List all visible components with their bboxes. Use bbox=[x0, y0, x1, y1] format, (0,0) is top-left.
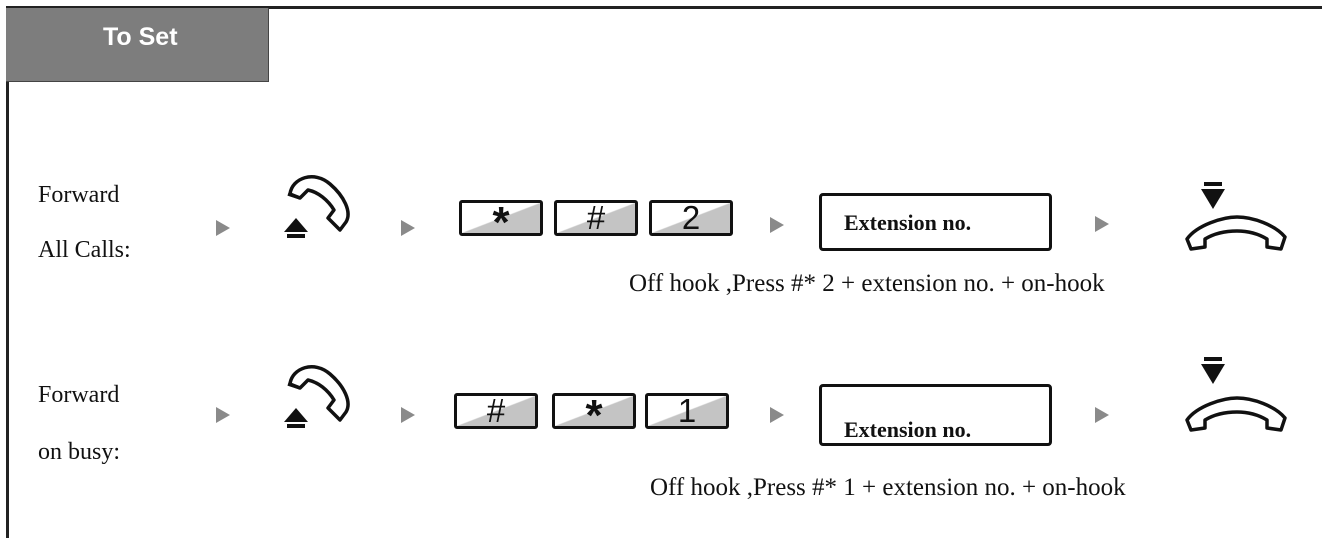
on-hook-handset-icon bbox=[1185, 357, 1287, 432]
on-hook-handset-icon bbox=[1185, 182, 1287, 251]
off-hook-handset-icon bbox=[284, 365, 350, 428]
extension-box: Extension no. bbox=[819, 193, 1052, 251]
extension-box-label: Extension no. bbox=[844, 417, 972, 442]
key-star: * bbox=[459, 200, 543, 236]
key-hash: # bbox=[554, 200, 638, 236]
arrow-right-icon bbox=[770, 217, 784, 233]
row-label-line2: on busy: bbox=[38, 439, 121, 465]
header-title: To Set bbox=[103, 23, 178, 51]
arrow-right-icon bbox=[1095, 407, 1109, 423]
row-label-line1: Forward bbox=[38, 182, 120, 208]
row-caption: Off hook ,Press #* 2 + extension no. + o… bbox=[629, 270, 1105, 297]
key-1: 1 bbox=[645, 393, 729, 429]
header-tab: To Set bbox=[6, 8, 269, 82]
off-hook-handset-icon bbox=[284, 175, 350, 238]
row-caption: Off hook ,Press #* 1 + extension no. + o… bbox=[650, 474, 1126, 501]
arrow-right-icon bbox=[216, 220, 230, 236]
arrow-right-icon bbox=[401, 220, 415, 236]
key-hash: # bbox=[454, 393, 538, 429]
arrow-right-icon bbox=[1095, 216, 1109, 232]
extension-box-label: Extension no. bbox=[844, 210, 972, 235]
arrow-right-icon bbox=[770, 407, 784, 423]
arrow-right-icon bbox=[216, 407, 230, 423]
key-2: 2 bbox=[649, 200, 733, 236]
diagram-frame bbox=[6, 6, 1322, 538]
arrow-right-icon bbox=[401, 407, 415, 423]
row-label-line1: Forward bbox=[38, 382, 120, 408]
extension-box: Extension no. bbox=[819, 384, 1052, 446]
key-star: * bbox=[552, 393, 636, 429]
row-label-line2: All Calls: bbox=[38, 237, 131, 263]
